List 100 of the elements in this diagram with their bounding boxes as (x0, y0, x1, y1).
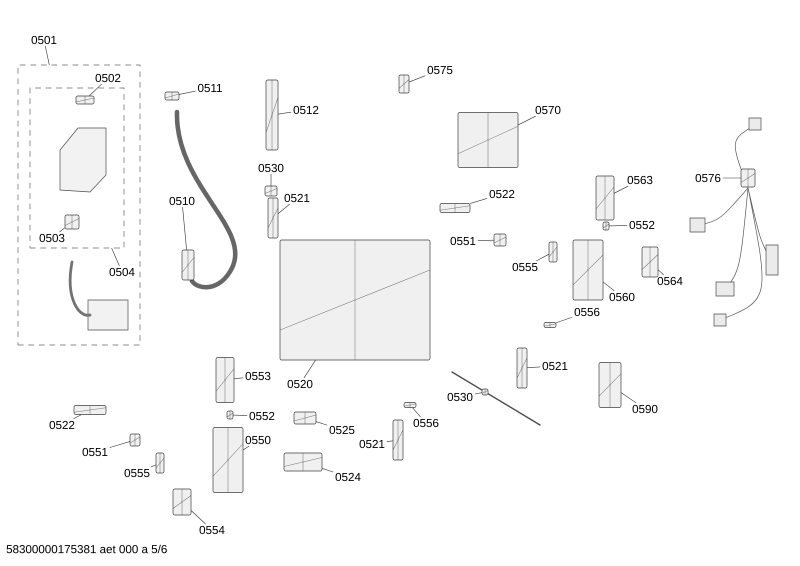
leader-line (278, 112, 292, 114)
part-drawing (64, 214, 80, 230)
part-drawing (268, 198, 278, 238)
callout-number: 0524 (336, 472, 361, 482)
leader-line (182, 206, 187, 250)
part-drawing (392, 420, 404, 460)
callout-number: 0504 (110, 268, 135, 276)
part-drawing (266, 80, 278, 150)
leader-line (110, 441, 130, 448)
callout-number: 0570 (536, 106, 560, 114)
leader-line (191, 510, 206, 524)
part-drawing (598, 362, 622, 408)
part-drawing (516, 348, 528, 388)
leader-line (478, 240, 494, 241)
leader-line (474, 392, 482, 394)
leader-line (59, 228, 65, 232)
part-drawing (544, 322, 556, 328)
callout-number: 0512 (294, 106, 318, 114)
callout-number: 0576 (696, 174, 720, 182)
callout-number: 0563 (628, 176, 652, 184)
part-drawing (182, 250, 194, 280)
leader-line (409, 76, 426, 82)
part-drawing (172, 488, 192, 516)
leader-line (527, 366, 540, 368)
callout-number: 0522 (490, 190, 514, 198)
part-drawing (76, 96, 94, 104)
callout-number: 0554 (200, 526, 225, 534)
part-drawing (548, 242, 558, 262)
part-drawing (572, 240, 604, 300)
leader-line (518, 116, 536, 126)
callout-number: 0556 (574, 308, 600, 316)
callout-number: 0502 (96, 74, 120, 82)
leader-line (470, 198, 488, 204)
leader-line (278, 204, 290, 214)
leader-line (621, 392, 636, 404)
callout-number: 0521 (542, 362, 568, 370)
part-drawing (156, 452, 164, 474)
leader-line (322, 468, 334, 472)
leader-line (386, 440, 393, 442)
part-drawing (294, 412, 316, 424)
callout-number: 0501 (32, 36, 56, 44)
callout-number: 0530 (448, 392, 472, 402)
part-drawing (280, 240, 430, 360)
callout-number: 0525 (330, 426, 354, 434)
part-drawing (284, 452, 322, 472)
part-drawing (440, 203, 470, 213)
leader-line (89, 84, 102, 96)
callout-number: 0551 (82, 448, 108, 456)
callout-number: 0550 (246, 436, 270, 444)
callout-number: 0552 (250, 412, 274, 420)
callout-number: 0511 (198, 84, 222, 92)
part-drawing (482, 388, 488, 396)
leader-line (412, 408, 421, 418)
callout-number: 0575 (428, 66, 452, 74)
part-drawing (226, 410, 234, 420)
callout-number: 0553 (246, 372, 270, 380)
leader-line (658, 270, 664, 276)
callout-number: 0521 (360, 440, 384, 448)
part-drawing (740, 168, 756, 188)
leader-line (316, 421, 328, 426)
callout-number: 0503 (40, 234, 64, 242)
leader-line (73, 414, 82, 420)
drawing-number: 58300000175381 aet 000 a 5/6 (6, 544, 167, 554)
callout-number: 0520 (288, 380, 312, 388)
callout-number: 0555 (512, 262, 538, 272)
callout-number: 0510 (170, 196, 194, 206)
leader-line (609, 225, 628, 226)
part-drawing (642, 246, 658, 278)
callout-number: 0560 (610, 292, 634, 302)
callout-number: 0551 (450, 236, 476, 246)
callout-number: 0564 (658, 276, 683, 286)
leader-line (111, 248, 120, 266)
leader-line (603, 282, 614, 292)
leader-line (150, 464, 156, 468)
leader-line (536, 254, 549, 262)
leader-line (45, 46, 50, 65)
callout-number: 0521 (284, 194, 310, 202)
callout-number: 0552 (630, 220, 654, 230)
part-drawing (74, 405, 106, 415)
part-drawing (596, 176, 614, 220)
callout-number: 0556 (414, 418, 438, 428)
part-drawing (164, 92, 180, 100)
dashed-group-outline (18, 64, 140, 346)
part-drawing (264, 186, 278, 196)
part-drawing (398, 74, 410, 94)
leader-line (614, 186, 628, 194)
part-drawing (130, 434, 140, 446)
part-drawing (216, 357, 234, 403)
leader-line (270, 174, 272, 186)
part-drawing (494, 234, 506, 246)
callout-number: 0522 (50, 420, 74, 430)
part-drawing (212, 427, 244, 493)
part-drawing (404, 402, 416, 408)
leader-line (556, 316, 572, 324)
leader-line (234, 378, 244, 380)
part-drawing (602, 222, 610, 230)
dashed-group-outline (30, 88, 124, 248)
leader-line (243, 446, 249, 450)
leader-line (179, 90, 196, 95)
callout-number: 0555 (124, 468, 150, 478)
